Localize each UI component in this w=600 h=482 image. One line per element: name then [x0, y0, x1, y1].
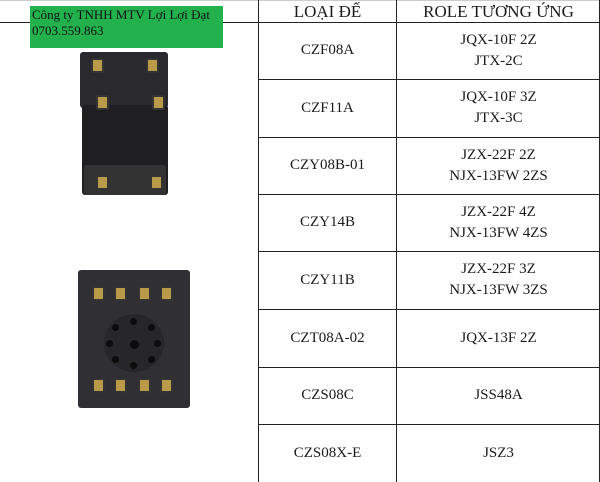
- relay-cell: JZX-22F 3Z NJX-13FW 3ZS: [397, 251, 600, 309]
- relay-model: JQX-10F 2Z: [460, 31, 537, 48]
- relay-model: JZX-22F 4Z: [461, 203, 536, 220]
- row-divider: [258, 367, 600, 368]
- relay-model: JQX-10F 3Z: [460, 89, 537, 105]
- socket-type-cell: CZY11B: [300, 271, 355, 288]
- relay-cell: JZX-22F 4Z NJX-13FW 4ZS: [397, 194, 600, 251]
- company-name: Công ty TNHH MTV Lợi Lợi Đạt: [32, 7, 210, 22]
- company-phone: 0703.559.863: [32, 23, 104, 38]
- relay-cell: JSS48A: [397, 367, 600, 424]
- relay-cell: JQX-13F 2Z: [397, 309, 600, 367]
- company-watermark: Công ty TNHH MTV Lợi Lợi Đạt 0703.559.86…: [30, 6, 223, 48]
- row-divider: [258, 424, 600, 425]
- relay-cell: JZX-22F 2Z NJX-13FW 2ZS: [397, 137, 600, 194]
- relay-cell: JSZ3: [397, 424, 600, 482]
- relay-cell: JQX-10F 3Z JTX-3C: [397, 79, 600, 137]
- socket-type-cell: CZF11A: [301, 99, 354, 116]
- header-socket-type: LOẠI ĐẾ: [293, 1, 362, 21]
- relay-model: NJX-13FW 3ZS: [449, 282, 548, 298]
- row-divider: [258, 309, 600, 310]
- column-divider-left: [258, 0, 259, 482]
- relay-model: NJX-13FW 2ZS: [449, 167, 548, 184]
- relay-cell: JQX-10F 2Z JTX-2C: [397, 22, 600, 79]
- relay-model: JTX-3C: [474, 110, 523, 126]
- socket-type-cell: CZS08X-E: [293, 444, 362, 461]
- row-divider: [258, 194, 600, 195]
- socket-type-cell: CZT08A-02: [290, 329, 365, 346]
- row-divider: [258, 251, 600, 252]
- relay-model: JTX-2C: [474, 52, 523, 69]
- socket-type-cell: CZY14B: [299, 214, 355, 230]
- row-divider: [258, 137, 600, 138]
- relay-model: JSS48A: [474, 387, 523, 403]
- header-matching-relay: ROLE TƯƠNG ỨNG: [423, 1, 574, 21]
- column-divider-mid: [396, 0, 397, 482]
- relay-model: JZX-22F 3Z: [461, 261, 536, 277]
- table-top-line: [0, 0, 600, 1]
- relay-model: NJX-13FW 4ZS: [449, 224, 548, 241]
- relay-model: JQX-13F 2Z: [460, 329, 537, 346]
- socket-type-cell: CZY08B-01: [290, 157, 365, 173]
- header-line: [0, 22, 600, 23]
- socket-type-cell: CZS08C: [301, 387, 354, 403]
- relay-model: JZX-22F 2Z: [461, 146, 536, 163]
- relay-model: JSZ3: [483, 444, 514, 461]
- row-divider: [258, 79, 600, 80]
- socket-type-cell: CZF08A: [300, 42, 355, 58]
